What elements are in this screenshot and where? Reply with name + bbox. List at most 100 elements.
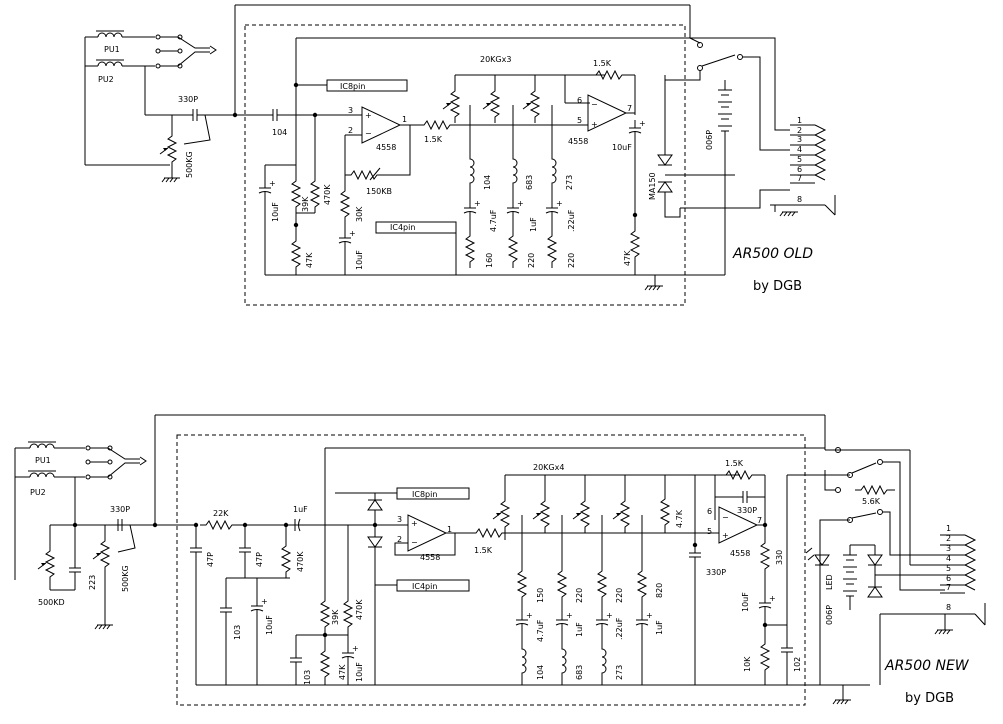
- svg-text:−: −: [411, 538, 418, 547]
- new-eq-band-4: 820 1uF: [612, 475, 664, 685]
- old-c-in-label: 330P: [178, 95, 198, 104]
- svg-text:220: 220: [567, 253, 576, 268]
- svg-text:4.7uF: 4.7uF: [489, 209, 498, 232]
- svg-text:330: 330: [775, 550, 784, 565]
- svg-text:103: 103: [233, 625, 242, 640]
- svg-text:1uF: 1uF: [655, 620, 664, 635]
- new-board-outline: [176, 434, 806, 706]
- svg-text:220: 220: [527, 253, 536, 268]
- new-eq-band-1: 150 4.7uF 104: [492, 475, 545, 685]
- svg-text:273: 273: [615, 665, 624, 680]
- svg-text:7: 7: [797, 174, 802, 183]
- old-opamp1-label: 4558: [376, 143, 396, 152]
- new-battery: 006P: [825, 544, 875, 625]
- old-board-outline: [244, 24, 686, 306]
- svg-text:470K: 470K: [355, 599, 364, 620]
- svg-text:1: 1: [946, 524, 951, 533]
- svg-text:7: 7: [757, 516, 762, 525]
- new-eq-band-2: 220 1uF 683: [532, 475, 584, 685]
- svg-text:2: 2: [348, 126, 353, 135]
- svg-text:160: 160: [485, 253, 494, 268]
- svg-text:273: 273: [565, 175, 574, 190]
- svg-text:1.5K: 1.5K: [593, 59, 612, 68]
- svg-text:3: 3: [348, 106, 353, 115]
- svg-text:MA150: MA150: [648, 172, 657, 200]
- old-eq-band-1: 104 160: [442, 75, 494, 269]
- svg-text:10K: 10K: [743, 656, 752, 672]
- svg-text:47K: 47K: [305, 252, 314, 268]
- old-output-jack: 1 2 3 4 5 6 7 8: [664, 116, 836, 218]
- svg-text:8: 8: [946, 603, 951, 612]
- svg-text:4.7K: 4.7K: [675, 509, 684, 528]
- svg-text:4: 4: [946, 554, 951, 563]
- svg-text:006P: 006P: [825, 605, 834, 625]
- svg-text:4: 4: [797, 145, 802, 154]
- svg-text:47K: 47K: [338, 664, 347, 680]
- svg-text:5: 5: [707, 527, 712, 536]
- old-battery: 006P: [705, 80, 732, 275]
- svg-text:5.6K: 5.6K: [862, 497, 881, 506]
- svg-text:4558: 4558: [568, 137, 588, 146]
- svg-text:330P: 330P: [110, 505, 130, 514]
- svg-text:+: +: [722, 531, 729, 540]
- svg-text:10uF: 10uF: [265, 615, 274, 635]
- svg-text:−: −: [722, 513, 729, 522]
- svg-text:PU1: PU1: [35, 456, 51, 465]
- svg-text:6: 6: [577, 96, 582, 105]
- svg-text:39K: 39K: [331, 609, 340, 625]
- svg-text:10uF: 10uF: [355, 662, 364, 682]
- svg-text:1uF: 1uF: [293, 505, 308, 514]
- svg-text:47P: 47P: [206, 552, 215, 567]
- new-eq-band-3: 220 .22uF 273: [572, 475, 624, 685]
- svg-text:150: 150: [536, 588, 545, 603]
- svg-text:.22uF: .22uF: [567, 209, 576, 232]
- svg-text:PU2: PU2: [30, 488, 46, 497]
- svg-text:104: 104: [536, 665, 545, 680]
- svg-text:7: 7: [946, 583, 951, 592]
- new-author: by DGB: [905, 691, 954, 706]
- svg-text:8: 8: [797, 195, 802, 204]
- old-ic8-label: IC8pin: [340, 82, 365, 91]
- svg-text:6: 6: [707, 507, 712, 516]
- old-circuit: PU1 PU2 500KG 330P: [84, 4, 836, 306]
- old-c-cpl-label: 104: [272, 128, 287, 137]
- svg-text:10uF: 10uF: [271, 202, 280, 222]
- svg-text:6: 6: [946, 574, 951, 583]
- svg-text:470K: 470K: [296, 551, 305, 572]
- old-eq-band-3: 273 1uF .22uF 220: [522, 75, 576, 269]
- svg-text:5: 5: [577, 116, 582, 125]
- svg-text:.22uF: .22uF: [615, 617, 624, 640]
- svg-text:1.5K: 1.5K: [725, 459, 744, 468]
- svg-text:4558: 4558: [730, 549, 750, 558]
- new-pickups: PU1 PU2: [14, 441, 147, 580]
- svg-text:330P: 330P: [737, 506, 757, 515]
- svg-text:3: 3: [797, 135, 802, 144]
- svg-text:10uF: 10uF: [741, 592, 750, 612]
- svg-text:1: 1: [447, 525, 452, 534]
- svg-text:2: 2: [797, 126, 802, 135]
- svg-text:20KGx4: 20KGx4: [533, 463, 564, 472]
- old-pickups: PU1 PU2: [84, 30, 217, 166]
- old-pot-vol-label: 500KG: [185, 151, 194, 178]
- svg-text:220: 220: [615, 588, 624, 603]
- svg-text:39K: 39K: [301, 196, 310, 212]
- svg-text:1.5K: 1.5K: [474, 546, 493, 555]
- svg-text:+: +: [411, 519, 418, 528]
- svg-text:4558: 4558: [420, 553, 440, 562]
- old-author: by DGB: [753, 279, 802, 294]
- svg-text:104: 104: [483, 175, 492, 190]
- svg-text:150KB: 150KB: [366, 187, 392, 196]
- svg-text:3: 3: [397, 515, 402, 524]
- svg-text:006P: 006P: [705, 130, 714, 150]
- svg-text:47P: 47P: [255, 552, 264, 567]
- svg-text:30K: 30K: [355, 206, 364, 222]
- svg-text:20KGx3: 20KGx3: [480, 55, 511, 64]
- svg-text:−: −: [365, 129, 372, 138]
- svg-text:IC4pin: IC4pin: [412, 582, 437, 591]
- svg-text:22K: 22K: [213, 509, 229, 518]
- old-pu2-label: PU2: [98, 75, 114, 84]
- old-title: AR500 OLD: [732, 246, 813, 262]
- svg-text:1uF: 1uF: [575, 622, 584, 637]
- svg-text:4.7uF: 4.7uF: [536, 619, 545, 642]
